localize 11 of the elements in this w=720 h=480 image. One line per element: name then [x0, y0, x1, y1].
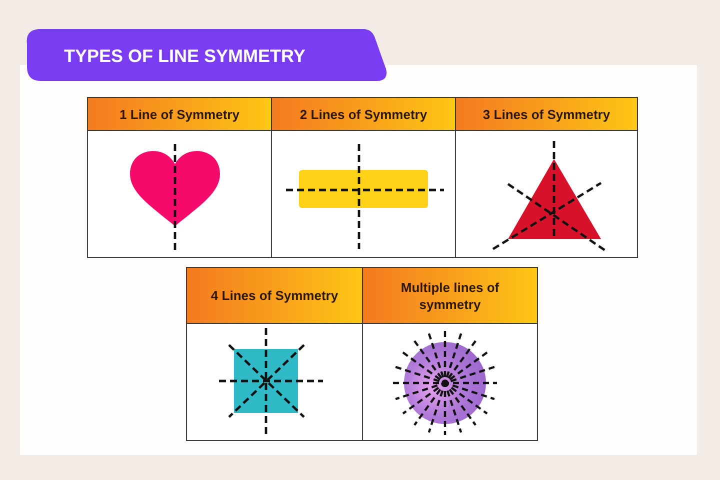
- symmetry-card: [455, 97, 638, 258]
- column-heading: 2 Lines of Symmetry: [272, 98, 455, 131]
- column-heading: Multiple lines of symmetry: [363, 268, 537, 324]
- symmetry-card: [87, 97, 272, 258]
- symmetry-card: [362, 267, 538, 441]
- column-heading: 4 Lines of Symmetry: [187, 268, 362, 324]
- column-heading: 3 Lines of Symmetry: [456, 98, 637, 131]
- column-heading: 1 Line of Symmetry: [88, 98, 271, 131]
- symmetry-card: [186, 267, 363, 441]
- title: TYPES OF LINE SYMMETRY: [64, 45, 306, 67]
- symmetry-card: [271, 97, 456, 258]
